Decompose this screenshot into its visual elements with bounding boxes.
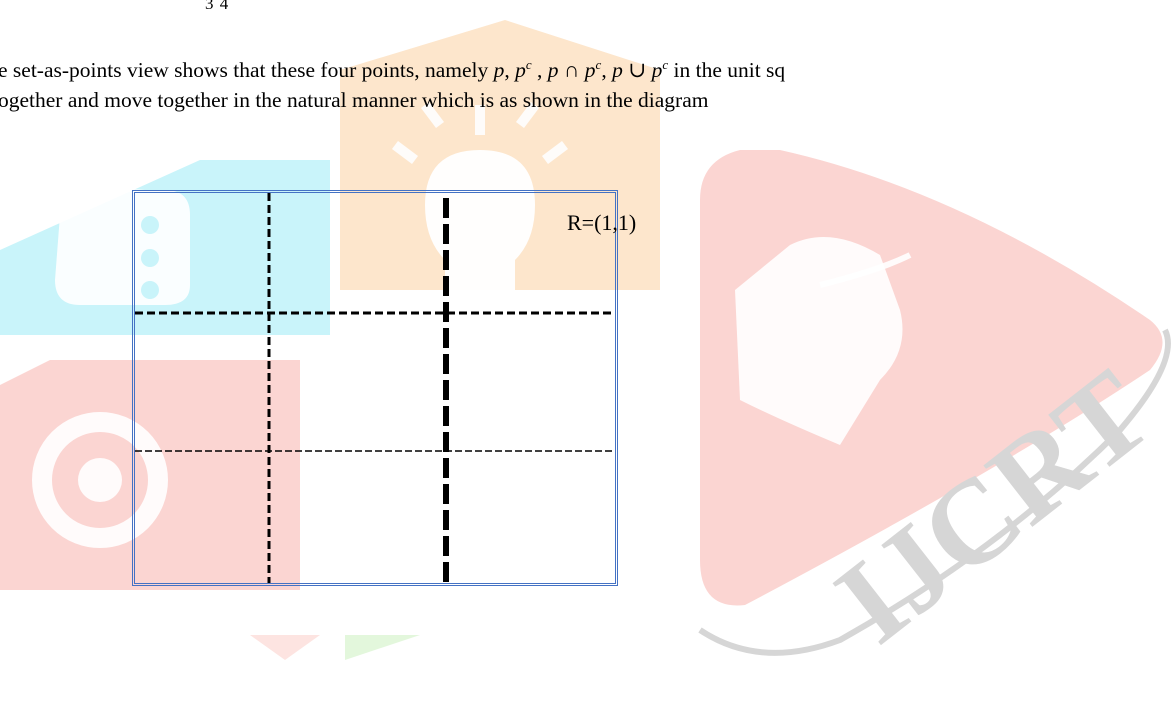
pink-play-tile <box>700 150 1163 606</box>
orange-bulb-tile <box>340 20 660 290</box>
line1-suffix: in the unit sq <box>668 58 786 82</box>
pink-gear-tile <box>0 360 300 590</box>
paragraph-line-1: e set-as-points view shows that these fo… <box>0 56 786 82</box>
green-triangle <box>345 635 420 660</box>
math-intersection: p ∩ pc <box>547 56 602 82</box>
point-r-label: R=(1,1) <box>567 210 637 235</box>
light-pink-triangle <box>250 635 320 660</box>
math-union: p ∪ pc <box>612 56 669 82</box>
cyan-hexagon-tile <box>0 160 330 335</box>
grid-lines <box>135 193 615 583</box>
math-p: p <box>493 58 505 82</box>
grey-arc <box>698 328 1171 656</box>
math-pc: pc <box>515 56 532 82</box>
unit-square-diagram <box>132 190 618 586</box>
line1-prefix: e set-as-points view shows that these fo… <box>0 58 494 82</box>
fraction-fragment: 3 4 <box>205 0 230 13</box>
paragraph-line-2: ogether and move together in the natural… <box>0 88 709 112</box>
